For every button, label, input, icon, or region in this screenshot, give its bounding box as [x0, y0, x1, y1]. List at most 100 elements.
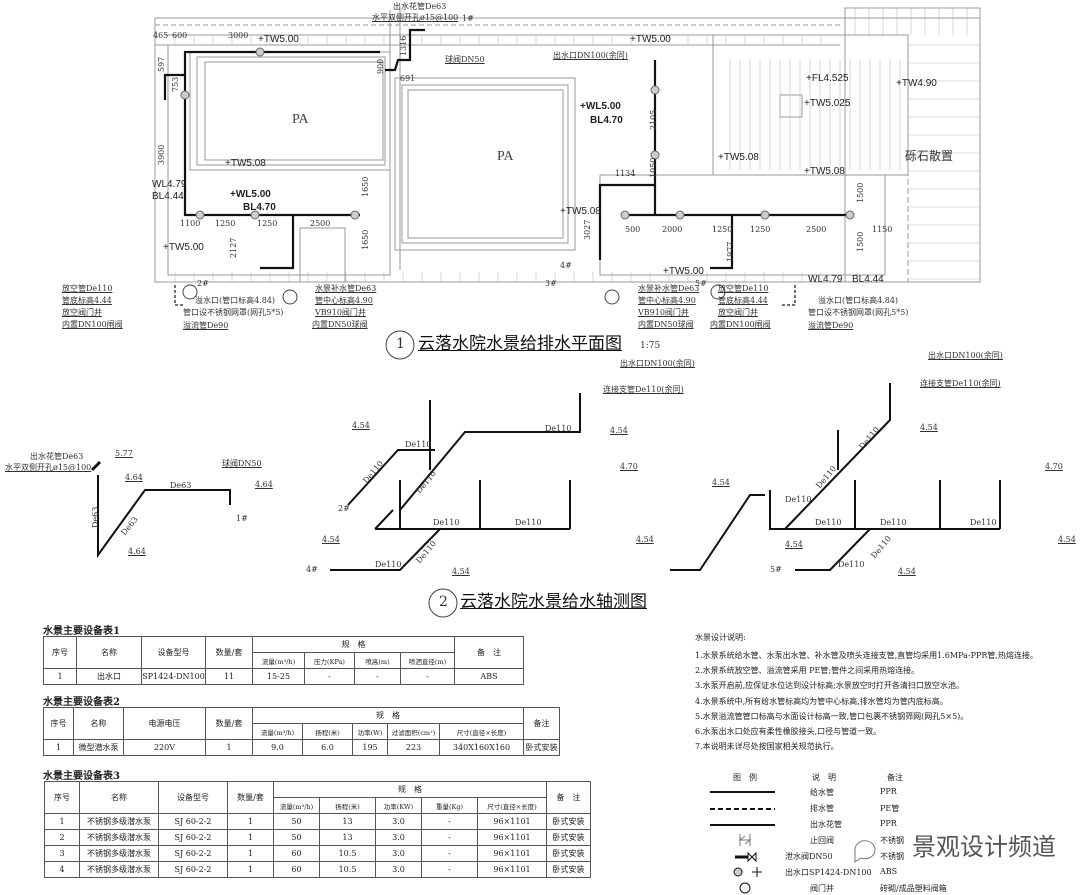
dim: 465	[153, 31, 169, 40]
legend-description: 止回阀	[810, 836, 834, 845]
cell: 60	[273, 845, 320, 862]
cell: 3.0	[375, 813, 422, 830]
col-header: 数量/套	[205, 636, 253, 669]
cell: 不锈钢多级潜水泵	[79, 845, 159, 862]
note-item: 4.水景系统中,所有给水管标高均为管中心标高,排水管均为管内底标高。	[695, 697, 948, 706]
plan-title: 云落水院水景给排水平面图	[418, 334, 622, 354]
callout: 溢水口(管口标高4.84)	[195, 296, 276, 305]
sub-header: 喷高(m)	[354, 652, 401, 669]
callout: 管中心标高4.90	[315, 296, 373, 305]
elevation: BL4.70	[243, 202, 276, 213]
note-item: 6.水泵出水口处应有柔性橡胶接头,口径与管道一致。	[695, 727, 882, 736]
col-header: 备 注	[546, 781, 591, 814]
dim: 1250	[257, 219, 278, 228]
legend-header: 图 例	[733, 773, 757, 782]
title-number: 1	[396, 336, 405, 352]
callout: 管口设不锈钢网罩(网孔5*5)	[808, 308, 909, 317]
note-item: 3.水泵开启前,应保证水位达到设计标高;水景放空时打开各清扫口放空水池。	[695, 681, 964, 690]
callout: 放空阀门井	[62, 308, 102, 317]
gravel-label: 砾石散置	[905, 149, 954, 163]
iso-label: De110	[815, 518, 842, 527]
col-header: 规 格	[252, 636, 455, 653]
callout: 管口设不锈钢网罩(网孔5*5)	[183, 308, 284, 317]
dim: 1150	[872, 225, 893, 234]
equipment-table-2: 序号名称电源电压数量/套规 格备注 流量(m³/h)扬程(米)功率(W)过滤面积…	[43, 707, 560, 756]
cell: 不锈钢多级潜水泵	[79, 861, 159, 878]
elevation: BL4.70	[590, 115, 623, 126]
cell: 96×1101	[477, 813, 547, 830]
legend-header: 说 明	[812, 773, 836, 782]
callout: 溢流管De90	[183, 321, 229, 330]
cell: 不锈钢多级潜水泵	[79, 829, 159, 846]
title-number: 2	[439, 594, 448, 610]
col-header: 备 注	[454, 636, 524, 669]
equipment-table-3: 序号名称设备型号数量/套规 格备 注 流量(m³/h)扬程(米)功率(KW)重量…	[44, 781, 591, 878]
cell: 10.5	[319, 845, 376, 862]
dim: 1500	[856, 182, 865, 203]
cell: 1	[43, 739, 74, 756]
iso-label: 球阀DN50	[222, 459, 262, 468]
table1-title: 水景主要设备表1	[43, 626, 120, 637]
iso-elev: 4.64	[128, 547, 146, 556]
elevation: +TW5.08	[225, 158, 266, 169]
callout: 水景补水管De63	[315, 284, 377, 293]
callout: 管中心标高4.90	[638, 296, 696, 305]
cell: 卧式安装	[546, 813, 591, 830]
dim: 2127	[229, 237, 238, 258]
iso-label: De110	[405, 440, 432, 449]
cell: ABS	[454, 668, 524, 685]
cell: 不锈钢多级潜水泵	[79, 813, 159, 830]
legend-note: ABS	[880, 867, 898, 876]
iso-elev: 4.64	[125, 473, 143, 482]
iso-elev: 4.54	[452, 567, 470, 576]
note-item: 5.水景溢流管管口标高与水面设计标高一致,管口包裹不锈钢筛网(网孔5×5)。	[695, 712, 969, 721]
cell: 微型潜水泵	[73, 739, 124, 756]
plan-label: 出水口DN100(余同)	[553, 51, 628, 60]
iso-label: 出水口DN100(余同)	[620, 359, 695, 368]
col-header: 名称	[73, 707, 124, 740]
elevation: +TW5.00	[630, 34, 671, 45]
dim: 691	[400, 74, 416, 83]
cell: 11	[205, 668, 253, 685]
legend-description: 给水管	[810, 788, 834, 797]
iso-elev: 4.70	[620, 462, 638, 471]
callout: 放空阀门井	[718, 308, 758, 317]
elevation: +TW5.08	[718, 152, 759, 163]
watermark: 景观设计频道	[912, 833, 1056, 861]
legend-note: PE管	[880, 804, 900, 813]
cell: 3.0	[375, 861, 422, 878]
cell: -	[421, 861, 478, 878]
sub-header: 功率(W)	[352, 723, 388, 740]
cell: 3	[44, 845, 80, 862]
cell: 出水口	[76, 668, 142, 685]
cell: 2	[44, 829, 80, 846]
callout: VB910阀门井	[315, 308, 366, 317]
cell: SP1424-DN100	[141, 668, 206, 685]
sub-header: 过滤面积(cm²)	[387, 723, 440, 740]
cell: SJ 60-2-2	[158, 845, 228, 862]
dim: 1250	[712, 225, 733, 234]
cell: 220V	[123, 739, 206, 756]
pump-tag: 4#	[306, 565, 318, 574]
legend-note: 不锈钢	[880, 852, 904, 861]
pool-label: PA	[497, 149, 514, 164]
cell: 1	[43, 668, 77, 685]
cell: -	[354, 668, 401, 685]
cell: SJ 60-2-2	[158, 813, 228, 830]
pump-tag: 2#	[197, 279, 209, 288]
elevation: +WL5.00	[230, 189, 271, 200]
pump-tag: 3#	[545, 279, 557, 288]
cell: 96×1101	[477, 861, 547, 878]
col-header: 规 格	[273, 781, 547, 798]
legend-description: 泄水阀DN50	[785, 852, 833, 861]
cell: 50	[273, 813, 320, 830]
legend-description: 阀门井	[810, 884, 834, 893]
elevation: +TW5.025	[804, 98, 851, 109]
sub-header: 功率(KW)	[375, 797, 422, 814]
col-header: 数量/套	[205, 707, 253, 740]
cell: 卧式安装	[546, 845, 591, 862]
iso-elev: 4.64	[255, 480, 273, 489]
col-header: 序号	[43, 636, 77, 669]
